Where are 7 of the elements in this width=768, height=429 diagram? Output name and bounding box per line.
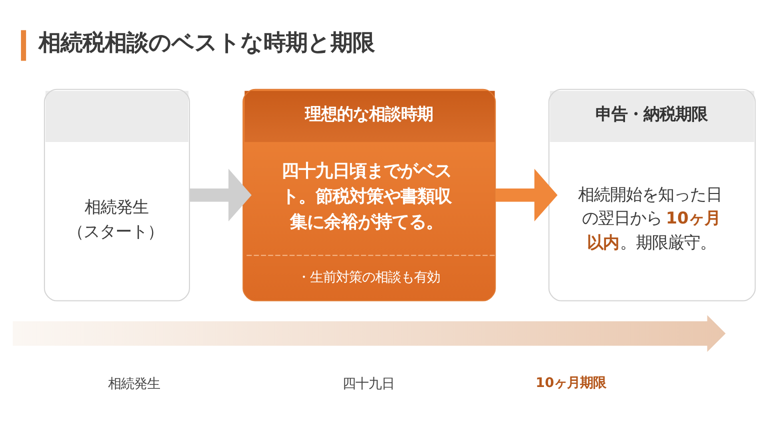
node-arrow xyxy=(12,315,726,352)
arrow xyxy=(190,168,252,222)
label: 10ヶ月期限 xyxy=(536,376,606,391)
diagram-title: 相続税相談のベストな時期と期限 xyxy=(38,30,374,56)
label: 相続発生 xyxy=(108,377,160,392)
arrow xyxy=(495,168,558,222)
label: 四十九日 xyxy=(342,377,395,392)
